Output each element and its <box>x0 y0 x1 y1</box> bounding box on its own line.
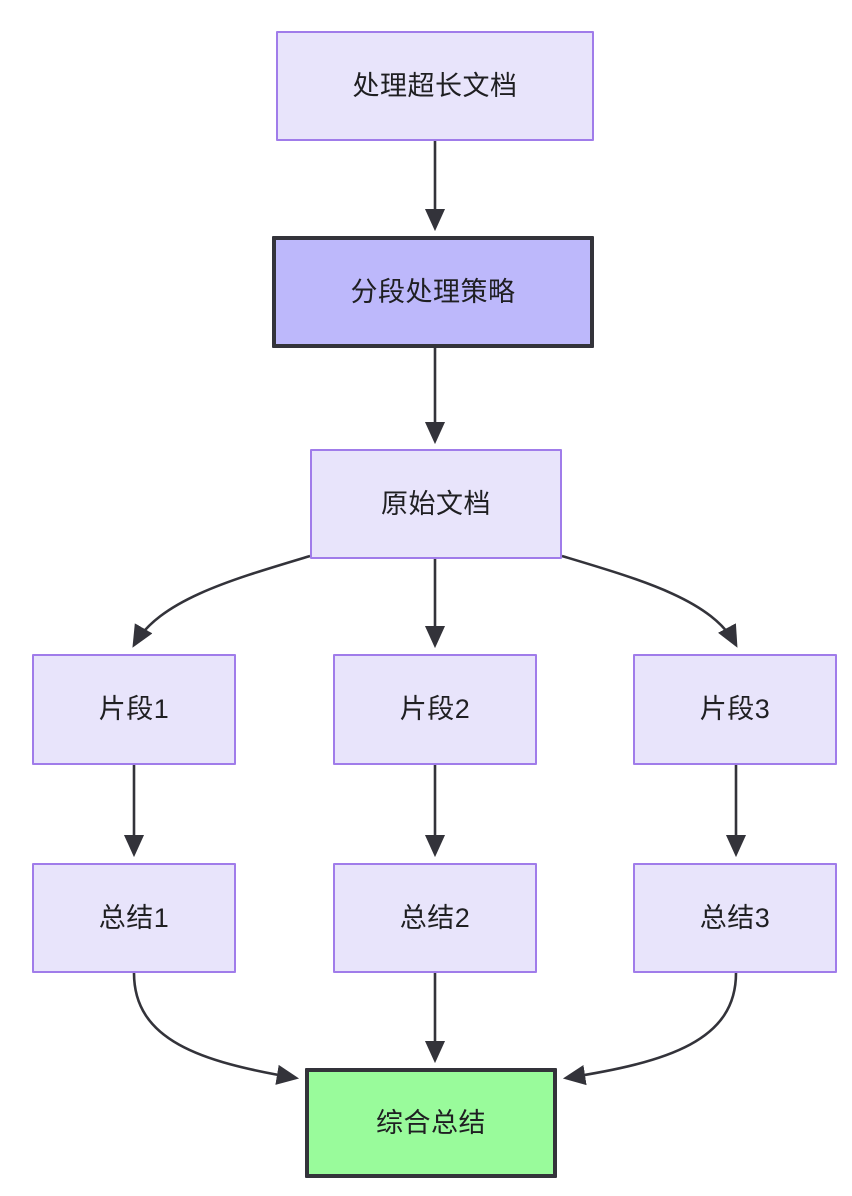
node-label-n1: 处理超长文档 <box>352 70 518 101</box>
node-label-n4: 片段1 <box>98 694 170 725</box>
edge-n9-to-n10 <box>562 972 738 1086</box>
node-label-n10: 综合总结 <box>376 1107 486 1138</box>
node-n5[interactable]: 片段2 <box>333 654 537 765</box>
node-n8[interactable]: 总结2 <box>333 863 537 973</box>
node-label-n2: 分段处理策略 <box>350 276 516 307</box>
node-n7[interactable]: 总结1 <box>32 863 236 973</box>
edge-n3-to-n4 <box>132 554 311 648</box>
node-label-n9: 总结3 <box>699 902 771 933</box>
node-n10[interactable]: 综合总结 <box>305 1068 557 1178</box>
node-n6[interactable]: 片段3 <box>633 654 837 765</box>
node-n2[interactable]: 分段处理策略 <box>272 236 594 348</box>
node-n3[interactable]: 原始文档 <box>310 449 562 559</box>
node-label-n8: 总结2 <box>399 902 471 933</box>
node-n9[interactable]: 总结3 <box>633 863 837 973</box>
node-n4[interactable]: 片段1 <box>32 654 236 765</box>
node-n1[interactable]: 处理超长文档 <box>276 31 594 141</box>
edge-n7-to-n10 <box>132 972 300 1085</box>
node-label-n6: 片段3 <box>699 694 771 725</box>
edge-n3-to-n6 <box>561 554 738 648</box>
node-label-n5: 片段2 <box>399 694 471 725</box>
node-label-n3: 原始文档 <box>381 488 491 519</box>
node-label-n7: 总结1 <box>98 902 170 933</box>
